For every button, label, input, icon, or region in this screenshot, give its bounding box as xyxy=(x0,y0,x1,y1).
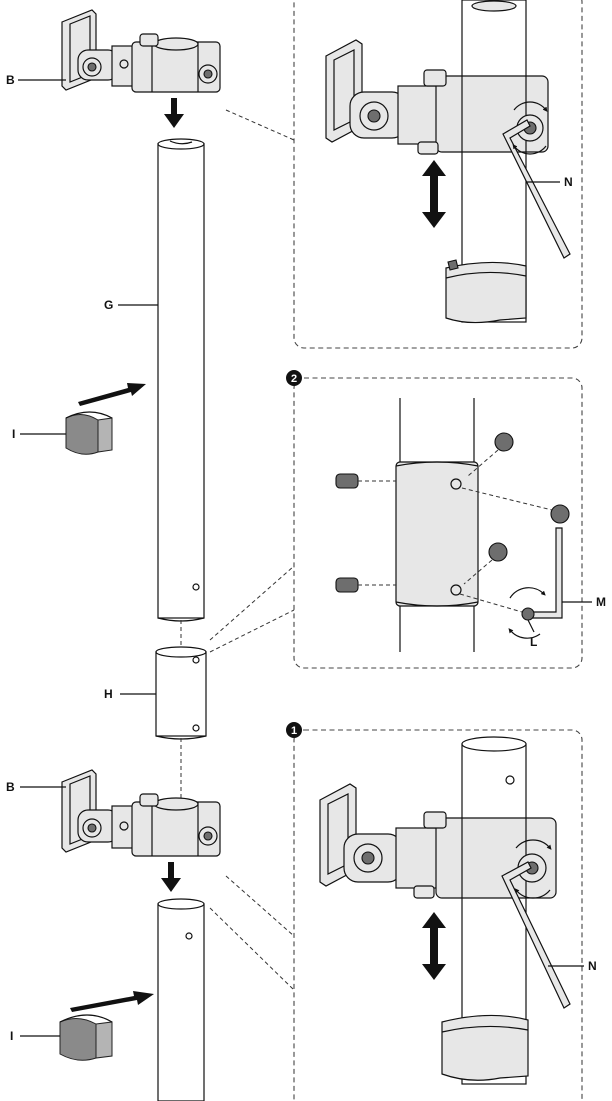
leader-l xyxy=(527,619,535,633)
detail-panel-top xyxy=(293,0,583,349)
arrow-right-icon xyxy=(70,991,154,1012)
callout-line xyxy=(225,875,295,937)
label-i-bottom: I xyxy=(10,1029,13,1043)
callout-line xyxy=(209,609,295,653)
arrow-down-icon xyxy=(164,98,184,128)
label-b-bottom: B xyxy=(6,780,15,794)
label-b-top: B xyxy=(6,73,15,87)
step-1-number: 1 xyxy=(291,725,297,737)
pole-lower xyxy=(157,898,205,1101)
step-1-badge xyxy=(286,722,302,738)
label-n-top: N xyxy=(564,175,573,189)
label-g: G xyxy=(104,298,113,312)
arrow-down-icon xyxy=(161,862,181,892)
detail-top-assembly xyxy=(325,0,571,324)
double-arrow-icon xyxy=(422,912,446,980)
detail-panel-step-2 xyxy=(293,377,583,669)
pole-g xyxy=(157,138,205,622)
label-n-bottom: N xyxy=(588,959,597,973)
detail-step-1-assembly xyxy=(319,736,571,1085)
label-h: H xyxy=(104,687,113,701)
label-i-top: I xyxy=(12,427,15,441)
callout-line xyxy=(225,109,295,141)
detail-panel-step-1 xyxy=(293,729,583,1101)
coupler-h xyxy=(155,646,207,740)
bracket-b-bottom xyxy=(61,769,221,857)
step-2-badge xyxy=(286,370,302,386)
step-2-number: 2 xyxy=(291,373,297,385)
clip-i-top xyxy=(65,411,113,455)
label-l: L xyxy=(530,635,537,649)
bracket-b-top xyxy=(61,9,221,93)
detail-step-2-assembly xyxy=(335,398,570,652)
callout-line xyxy=(209,907,295,991)
arrow-right-icon xyxy=(78,383,146,406)
double-arrow-icon xyxy=(422,160,446,228)
label-m: M xyxy=(596,595,606,609)
clip-i-bottom xyxy=(59,1014,113,1061)
callout-line xyxy=(209,565,295,641)
